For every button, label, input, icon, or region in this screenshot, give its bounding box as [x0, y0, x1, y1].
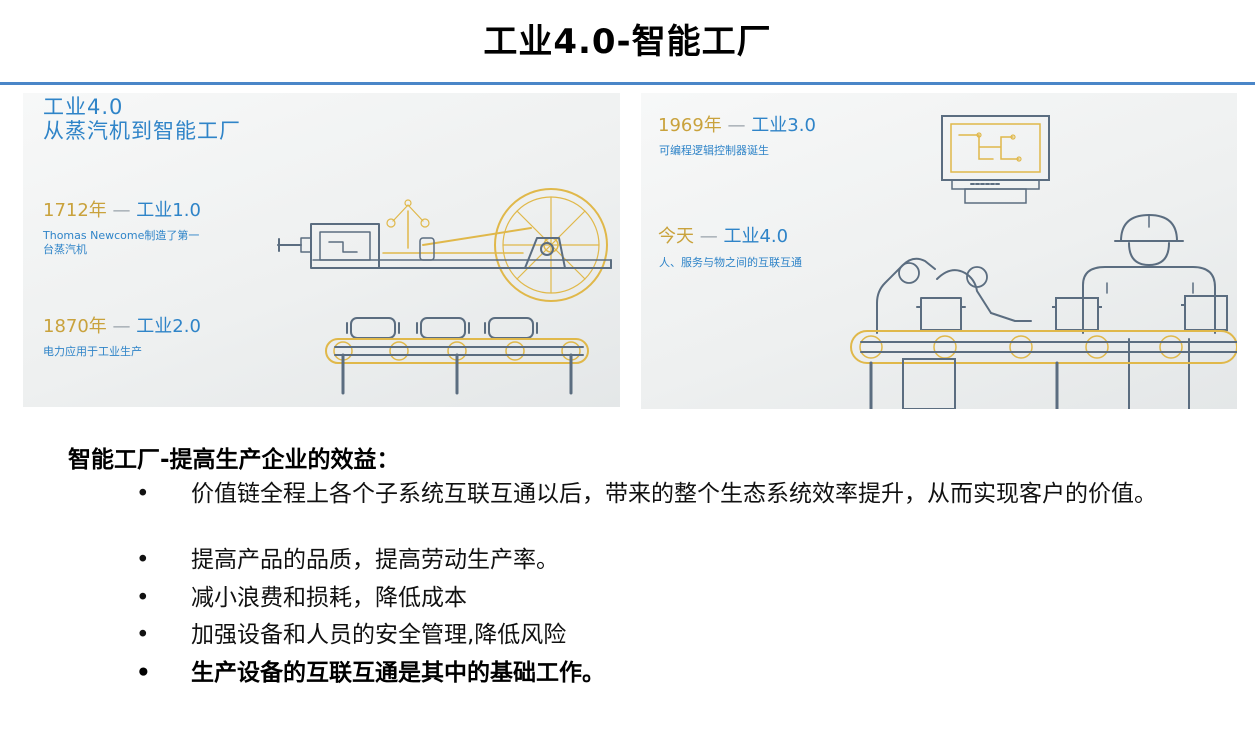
- title-divider: [0, 82, 1255, 85]
- list-item-text: 加强设备和人员的安全管理,降低风险: [191, 622, 567, 648]
- era-today-desc: 人、服务与物之间的互联互通: [659, 256, 802, 269]
- era-1969-desc: 可编程逻辑控制器诞生: [659, 144, 769, 157]
- bullet-icon: •: [136, 481, 150, 507]
- era-dash: —: [112, 316, 131, 337]
- era-1712-desc-line2: 台蒸汽机: [43, 243, 87, 256]
- section-heading: 智能工厂-提高生产企业的效益：: [68, 447, 400, 473]
- robot-arm-icon: [876, 257, 1032, 334]
- illustration-panel-left: 工业4.0 从蒸汽机到智能工厂 1712年 — 工业1.0 Thomas New…: [23, 93, 620, 407]
- conveyor-belt-icon: [850, 330, 1237, 409]
- list-item-text: 提高产品的品质，提高劳动生产率。: [191, 547, 559, 573]
- era-industry: 工业2.0: [136, 316, 201, 337]
- bullet-icon: •: [136, 547, 150, 573]
- era-dash: —: [112, 200, 131, 221]
- era-year: 今天: [658, 226, 694, 247]
- era-industry: 工业3.0: [751, 115, 816, 136]
- era-year: 1969年: [658, 115, 722, 136]
- era-dash: —: [727, 115, 746, 136]
- illustration-panel-right: 1969年 — 工业3.0 可编程逻辑控制器诞生 今天 — 工业4.0 人、服务…: [641, 93, 1237, 409]
- assembly-line-icon: [325, 317, 589, 395]
- slide-title: 工业4.0-智能工厂: [483, 22, 772, 62]
- industry-evolution-illustration-left: [277, 188, 612, 395]
- era-1870-desc: 电力应用于工业生产: [43, 345, 142, 358]
- era-year: 1712年: [43, 200, 107, 221]
- industry-evolution-illustration-right: [850, 115, 1237, 409]
- worker-icon: [1082, 214, 1216, 409]
- plc-monitor-icon: [941, 115, 1050, 204]
- bullet-icon: •: [136, 660, 151, 686]
- era-year: 1870年: [43, 316, 107, 337]
- era-dash: —: [699, 226, 718, 247]
- panel-heading-line2: 从蒸汽机到智能工厂: [43, 119, 241, 143]
- era-today-label: 今天 — 工业4.0: [658, 222, 788, 248]
- era-industry: 工业4.0: [723, 226, 789, 247]
- era-1969-label: 1969年 — 工业3.0: [658, 111, 816, 137]
- product-boxes-icon: [1052, 295, 1228, 331]
- era-1870-label: 1870年 — 工业2.0: [43, 312, 201, 338]
- list-item-text: 减小浪费和损耗，降低成本: [191, 585, 467, 611]
- era-industry: 工业1.0: [136, 200, 201, 221]
- panel-heading-line1: 工业4.0: [43, 95, 124, 119]
- list-item-text: 生产设备的互联互通是其中的基础工作。: [191, 660, 605, 686]
- list-item-text: 价值链全程上各个子系统互联互通以后，带来的整个生态系统效率提升，从而实现客户的价…: [191, 481, 1157, 507]
- era-1712-label: 1712年 — 工业1.0: [43, 196, 201, 222]
- bullet-icon: •: [136, 585, 150, 611]
- steam-engine-icon: [277, 188, 612, 302]
- bullet-icon: •: [136, 622, 150, 648]
- era-1712-desc-line1: Thomas Newcome制造了第一: [43, 229, 200, 242]
